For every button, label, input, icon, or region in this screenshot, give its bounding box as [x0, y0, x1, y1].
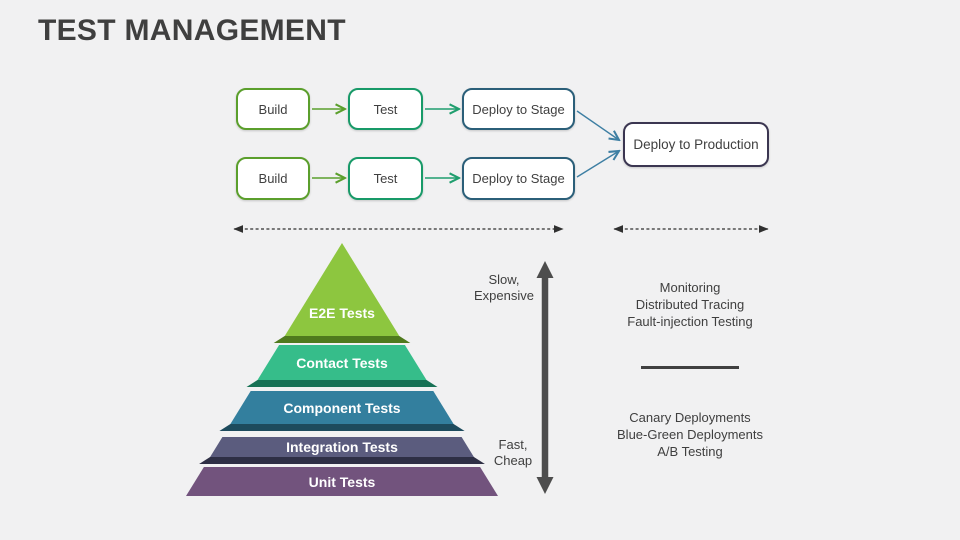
pyramid-label-e2e: E2E Tests	[309, 305, 375, 321]
cost-axis-arrow-up-head	[536, 261, 554, 278]
flow-box-test-2: Test	[348, 157, 423, 200]
pyramid-layer-unit	[186, 467, 498, 496]
observability-list: Monitoring Distributed Tracing Fault-inj…	[580, 279, 800, 330]
observability-item: Fault-injection Testing	[627, 314, 753, 329]
pyramid-layer-integration	[210, 437, 474, 457]
pyramid-layer-component-edge	[219, 424, 465, 431]
pyramid-label-component: Component Tests	[283, 400, 400, 416]
flow-box-build-1: Build	[236, 88, 310, 130]
flow-box-deploy-production: Deploy to Production	[623, 122, 769, 167]
pyramid-layer-component	[230, 391, 454, 424]
page-title: TEST MANAGEMENT	[38, 14, 346, 47]
axis-label-expensive: Expensive	[474, 288, 534, 303]
flow-box-deploy-stage-1: Deploy to Stage	[462, 88, 575, 130]
deployment-list: Canary Deployments Blue-Green Deployment…	[580, 409, 800, 460]
flow-box-test-1: Test	[348, 88, 423, 130]
pyramid-label-contact: Contact Tests	[296, 355, 388, 371]
axis-label-fast-cheap: Fast, Cheap	[458, 437, 568, 469]
divider-line	[641, 366, 739, 369]
pyramid-label-unit: Unit Tests	[309, 474, 376, 490]
axis-label-cheap: Cheap	[493, 453, 533, 468]
axis-label-fast: Fast,	[498, 437, 528, 452]
pyramid-layer-contact	[257, 345, 427, 380]
arrow-stage-production-2	[576, 151, 619, 178]
observability-item: Distributed Tracing	[635, 297, 745, 312]
arrow-stage-production-1	[576, 110, 619, 140]
deployment-item: Canary Deployments	[629, 410, 751, 425]
cost-axis-arrow-down-head	[536, 477, 554, 494]
flow-box-deploy-stage-2: Deploy to Stage	[462, 157, 575, 200]
deployment-item: Blue-Green Deployments	[617, 427, 763, 442]
pyramid-layer-e2e-edge	[273, 336, 411, 343]
pyramid-layer-integration-edge	[199, 457, 485, 464]
axis-label-slow-expensive: Slow, Expensive	[449, 272, 559, 304]
deployment-item: A/B Testing	[657, 444, 723, 459]
observability-item: Monitoring	[659, 280, 721, 295]
flow-box-build-2: Build	[236, 157, 310, 200]
pyramid-layer-e2e	[284, 243, 400, 336]
axis-label-slow: Slow,	[488, 272, 520, 287]
pyramid-label-integration: Integration Tests	[286, 439, 398, 455]
pyramid-layer-contact-edge	[246, 380, 438, 387]
